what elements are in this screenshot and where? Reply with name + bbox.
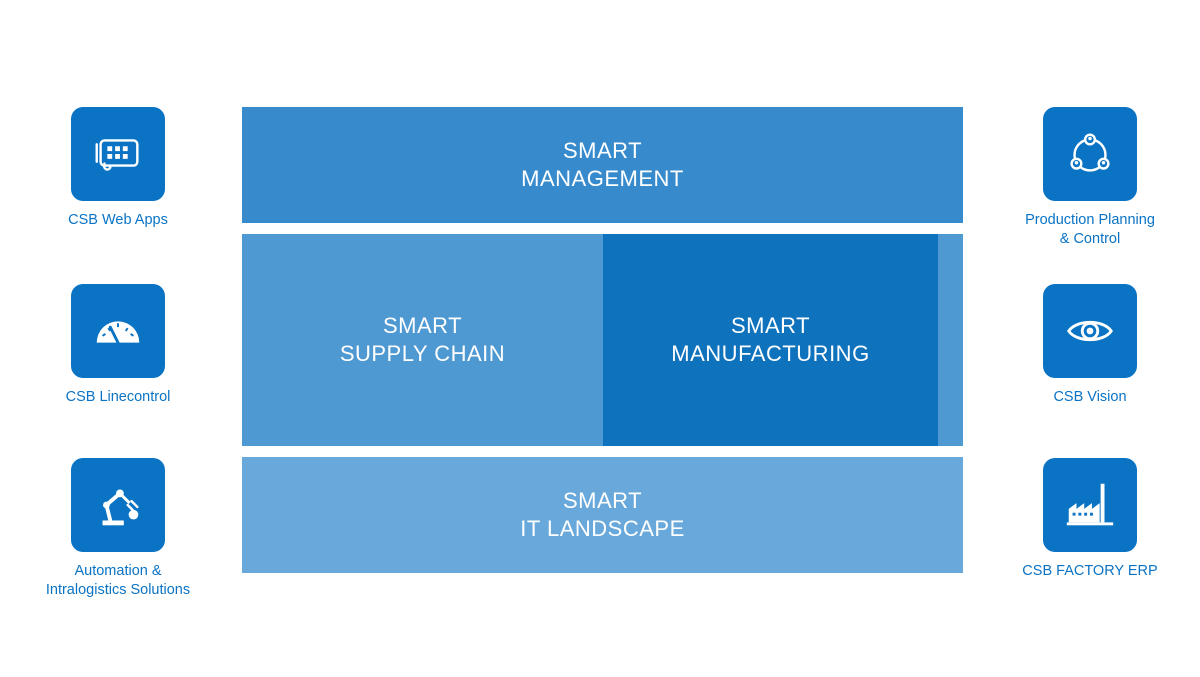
tile-csb-web-apps[interactable]: CSB Web Apps <box>23 107 213 230</box>
tile-caption: Automation & Intralogistics Solutions <box>45 563 191 598</box>
tile-automation-intralogistics[interactable]: Automation & Intralogistics Solutions <box>23 458 213 600</box>
tile-caption: CSB Web Apps <box>68 212 168 228</box>
block-smart-management: SMART MANAGEMENT <box>242 107 963 223</box>
block-smart-it-landscape: SMART IT LANDSCAPE <box>242 457 963 573</box>
factory-icon <box>1043 458 1137 552</box>
gauge-icon <box>71 284 165 378</box>
tile-csb-vision[interactable]: CSB Vision <box>995 284 1185 407</box>
tile-caption: CSB Linecontrol <box>65 389 171 405</box>
tile-caption: CSB FACTORY ERP <box>1022 563 1158 579</box>
robot-arm-icon <box>71 458 165 552</box>
tile-csb-factory-erp[interactable]: CSB FACTORY ERP <box>995 458 1185 581</box>
tile-csb-linecontrol[interactable]: CSB Linecontrol <box>23 284 213 407</box>
tile-production-planning-control[interactable]: Production Planning & Control <box>995 107 1185 249</box>
tile-caption: Production Planning & Control <box>1025 212 1155 247</box>
eye-icon <box>1043 284 1137 378</box>
block-smart-manufacturing: SMART MANUFACTURING <box>603 234 938 446</box>
block-smart-supply-chain: SMART SUPPLY CHAIN <box>242 234 603 446</box>
people-cycle-icon <box>1043 107 1137 201</box>
tablet-app-icon <box>71 107 165 201</box>
tile-caption: CSB Vision <box>1053 389 1127 405</box>
